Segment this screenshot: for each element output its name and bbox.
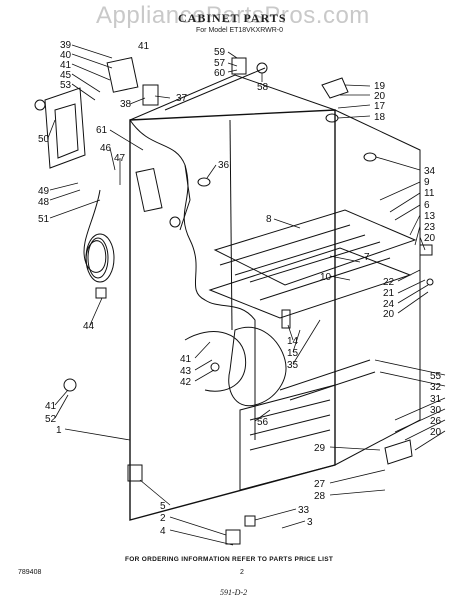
callout-20d: 20	[430, 427, 442, 438]
callout-41b: 41	[60, 60, 72, 71]
callout-29: 29	[314, 443, 326, 454]
leader-lines	[47, 44, 446, 546]
callout-26: 26	[430, 416, 442, 427]
callout-20c: 20	[383, 309, 395, 320]
callout-35: 35	[287, 360, 299, 371]
callout-4: 4	[160, 526, 166, 537]
page-number: 2	[240, 569, 244, 576]
callout-47: 47	[114, 153, 126, 164]
compressor-compartment	[184, 326, 376, 491]
callout-28: 28	[314, 491, 326, 502]
callout-49: 49	[38, 186, 50, 197]
callout-21: 21	[383, 288, 395, 299]
callout-labels: 39 41 40 41 45 53 50 38 37 59 57 60 58 1…	[38, 40, 442, 537]
callout-34: 34	[424, 166, 436, 177]
callout-41d: 41	[45, 401, 57, 412]
callout-37: 37	[176, 93, 188, 104]
callout-13: 13	[424, 211, 436, 222]
callout-18: 18	[374, 112, 386, 123]
callout-20b: 20	[424, 233, 436, 244]
upper-left-components	[34, 57, 377, 187]
callout-10: 10	[320, 272, 332, 283]
ordering-info-note: FOR ORDERING INFORMATION REFER TO PARTS …	[125, 556, 334, 563]
callout-55: 55	[430, 371, 442, 382]
fasteners	[63, 244, 434, 545]
callout-41a: 41	[138, 41, 150, 52]
callout-48: 48	[38, 197, 50, 208]
callout-61: 61	[96, 125, 108, 136]
callout-27: 27	[314, 479, 326, 490]
callout-38: 38	[120, 99, 132, 110]
callout-32: 32	[430, 382, 442, 393]
callout-20a: 20	[374, 91, 386, 102]
callout-36: 36	[218, 160, 230, 171]
callout-1: 1	[56, 425, 62, 436]
callout-45: 45	[60, 70, 72, 81]
callout-39: 39	[60, 40, 72, 51]
callout-44: 44	[83, 321, 95, 332]
callout-42: 42	[180, 377, 192, 388]
callout-8: 8	[266, 214, 272, 225]
callout-23: 23	[424, 222, 436, 233]
callout-17: 17	[374, 101, 386, 112]
callout-14: 14	[287, 336, 299, 347]
callout-59: 59	[214, 47, 226, 58]
shelf-rails	[208, 209, 417, 319]
callout-11: 11	[424, 188, 435, 199]
callout-52: 52	[45, 414, 57, 425]
diagram-code: 789408	[18, 569, 42, 576]
callout-6: 6	[424, 200, 430, 211]
callout-43: 43	[180, 366, 192, 377]
callout-19: 19	[374, 81, 386, 92]
callout-30: 30	[430, 405, 442, 416]
diagram-subtitle: For Model ET18VKXRWR-0	[196, 27, 284, 34]
callout-3: 3	[307, 517, 313, 528]
callout-60: 60	[214, 68, 226, 79]
watermark: AppliancePartsPros.com	[96, 2, 370, 29]
callout-33: 33	[298, 505, 310, 516]
callout-31: 31	[430, 394, 442, 405]
cabinet-body	[129, 67, 421, 521]
callout-58: 58	[257, 82, 269, 93]
callout-53: 53	[60, 80, 72, 91]
callout-5: 5	[160, 501, 166, 512]
callout-2: 2	[160, 513, 166, 524]
callout-41c: 41	[180, 354, 192, 365]
callout-46: 46	[100, 143, 112, 154]
diagram-title: CABINET PARTS	[178, 11, 287, 25]
callout-40: 40	[60, 50, 72, 61]
power-cord	[83, 189, 115, 299]
callout-51: 51	[38, 214, 50, 225]
callout-9: 9	[424, 177, 430, 188]
handwritten-code: 591-D-2	[220, 588, 248, 597]
callout-7: 7	[364, 252, 370, 263]
callout-57: 57	[214, 58, 226, 69]
callout-15: 15	[287, 348, 299, 359]
callout-24: 24	[383, 299, 395, 310]
callout-56: 56	[257, 417, 269, 428]
callout-22: 22	[383, 277, 395, 288]
callout-50: 50	[38, 134, 50, 145]
